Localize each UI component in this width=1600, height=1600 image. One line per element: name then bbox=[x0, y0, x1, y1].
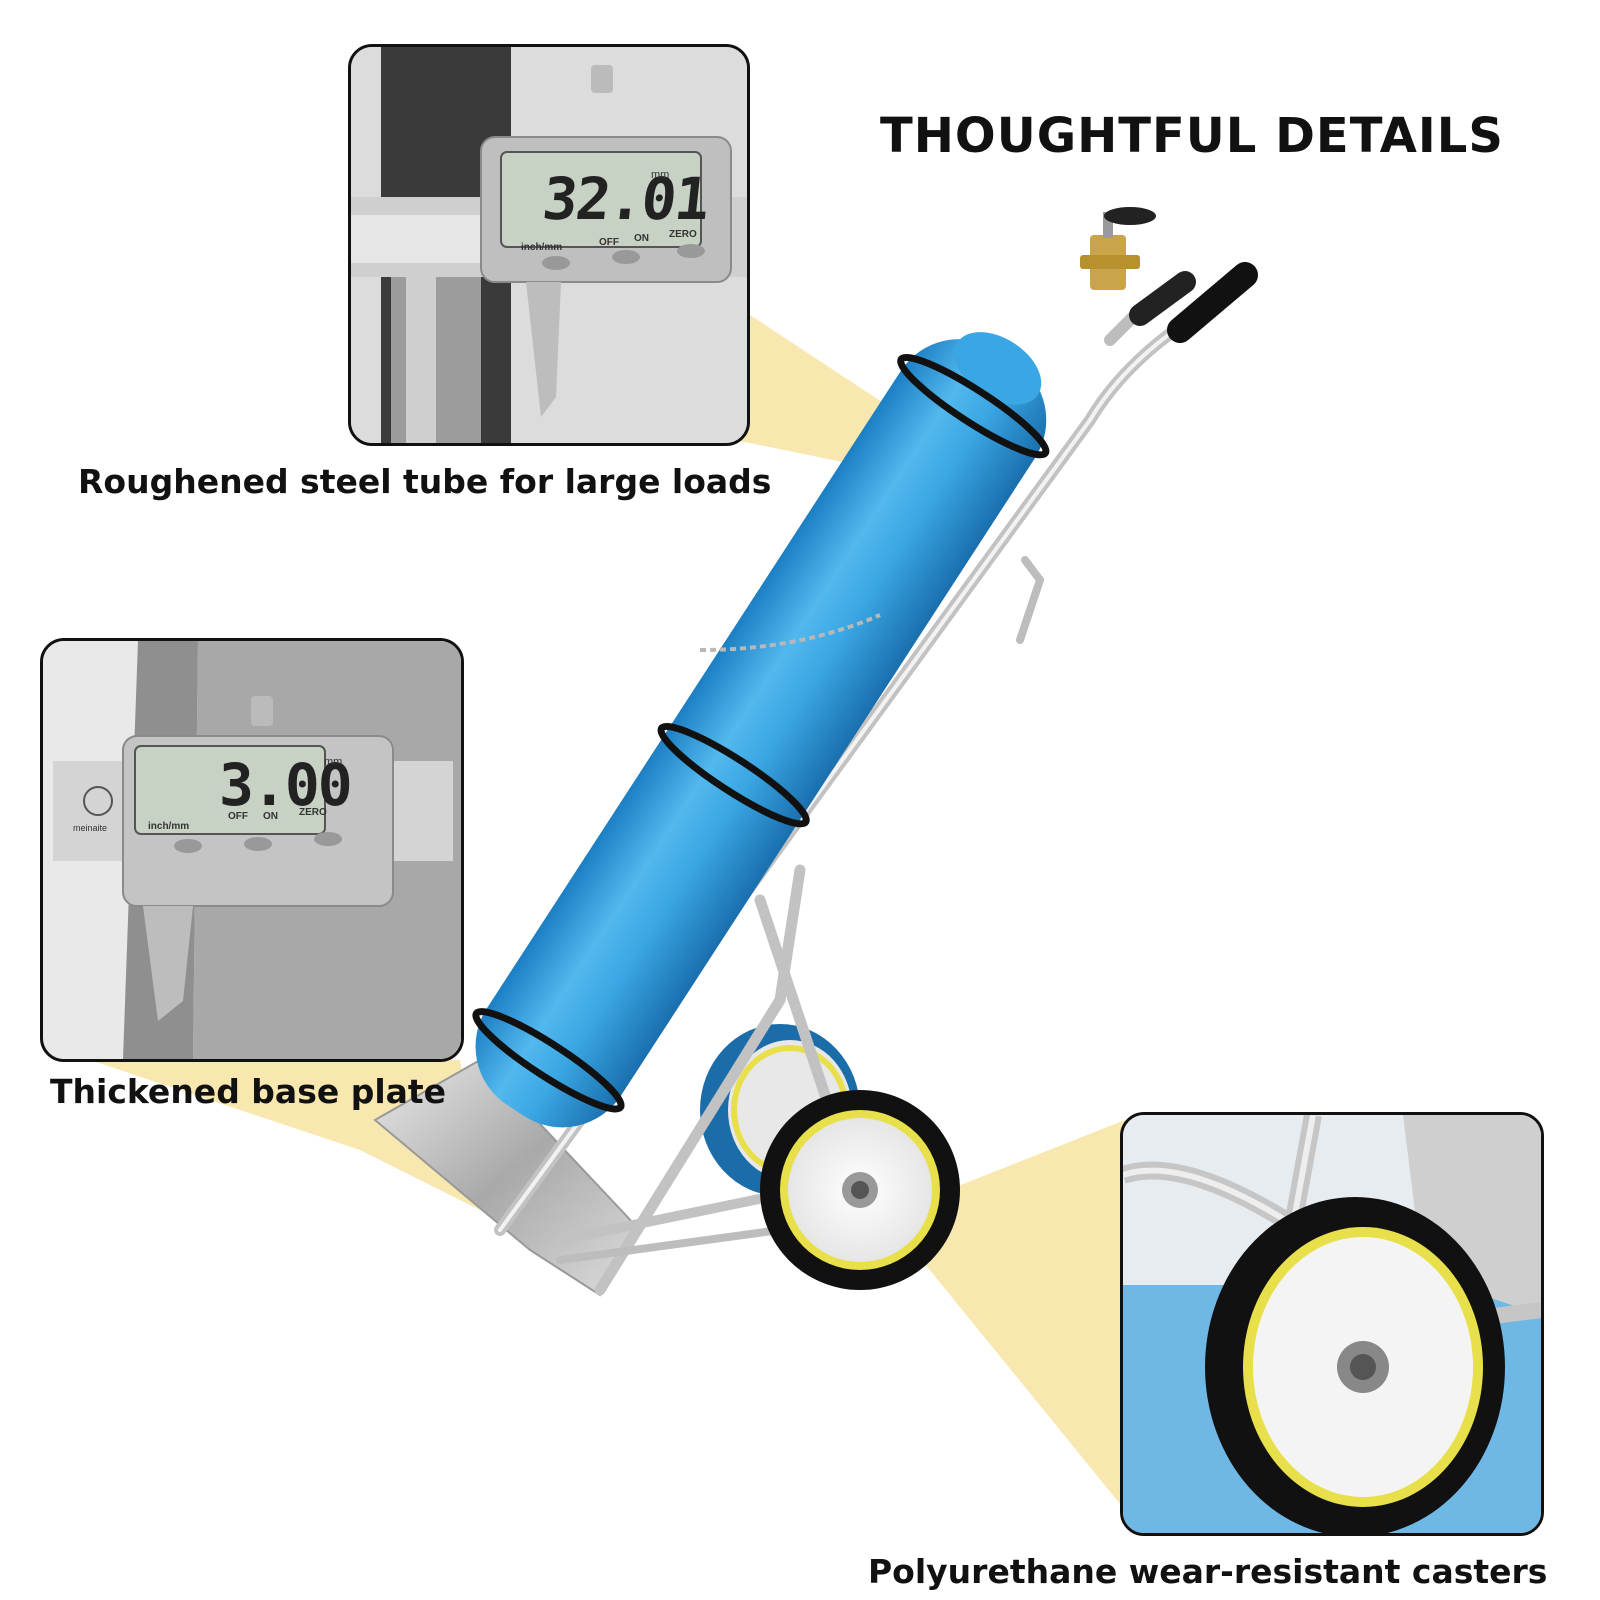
caliper-reading-2: 3.00 bbox=[219, 751, 353, 819]
inset-steel-tube: 32.01 mm inch/mm OFF ON ZERO bbox=[348, 44, 750, 446]
inset-caster bbox=[1120, 1112, 1544, 1536]
caster-closeup-photo bbox=[1123, 1115, 1541, 1533]
caliper-reading-1: 32.01 bbox=[539, 165, 712, 233]
caption-steel-tube: Roughened steel tube for large loads bbox=[78, 462, 772, 501]
retaining-chain bbox=[699, 613, 881, 652]
highlight-beam-base bbox=[90, 1060, 490, 1215]
caption-base-plate: Thickened base plate bbox=[50, 1072, 447, 1111]
caliper-1-btn-inch-mm: inch/mm bbox=[521, 242, 563, 253]
page-title: THOUGHTFUL DETAILS bbox=[880, 108, 1504, 164]
caliper-brand-logo: meinaite bbox=[73, 823, 108, 833]
cylinder-valve bbox=[1080, 207, 1156, 290]
caption-casters: Polyurethane wear-resistant casters bbox=[868, 1552, 1548, 1591]
caliper-2-btn-off: OFF bbox=[228, 811, 248, 822]
caliper-tube-photo bbox=[351, 47, 747, 443]
caliper-1-btn-zero: ZERO bbox=[669, 229, 697, 240]
handle-grip-right bbox=[1167, 262, 1258, 343]
inset-base-plate: 3.00 mm inch/mm OFF ON ZERO meinaite bbox=[40, 638, 464, 1062]
caliper-1-btn-off: OFF bbox=[599, 237, 619, 248]
caliper-1-btn-on: ON bbox=[634, 233, 649, 244]
caliper-unit-1: mm bbox=[651, 169, 670, 181]
handle-grip-left bbox=[1129, 271, 1196, 326]
caliper-2-btn-on: ON bbox=[263, 811, 278, 822]
caliper-plate-photo bbox=[43, 641, 461, 1059]
caliper-unit-2: mm bbox=[324, 756, 343, 768]
gas-cylinder bbox=[472, 332, 1050, 1128]
caliper-2-btn-inch-mm: inch/mm bbox=[148, 821, 190, 832]
front-wheel bbox=[760, 1090, 960, 1290]
caliper-2-btn-zero: ZERO bbox=[299, 807, 327, 818]
